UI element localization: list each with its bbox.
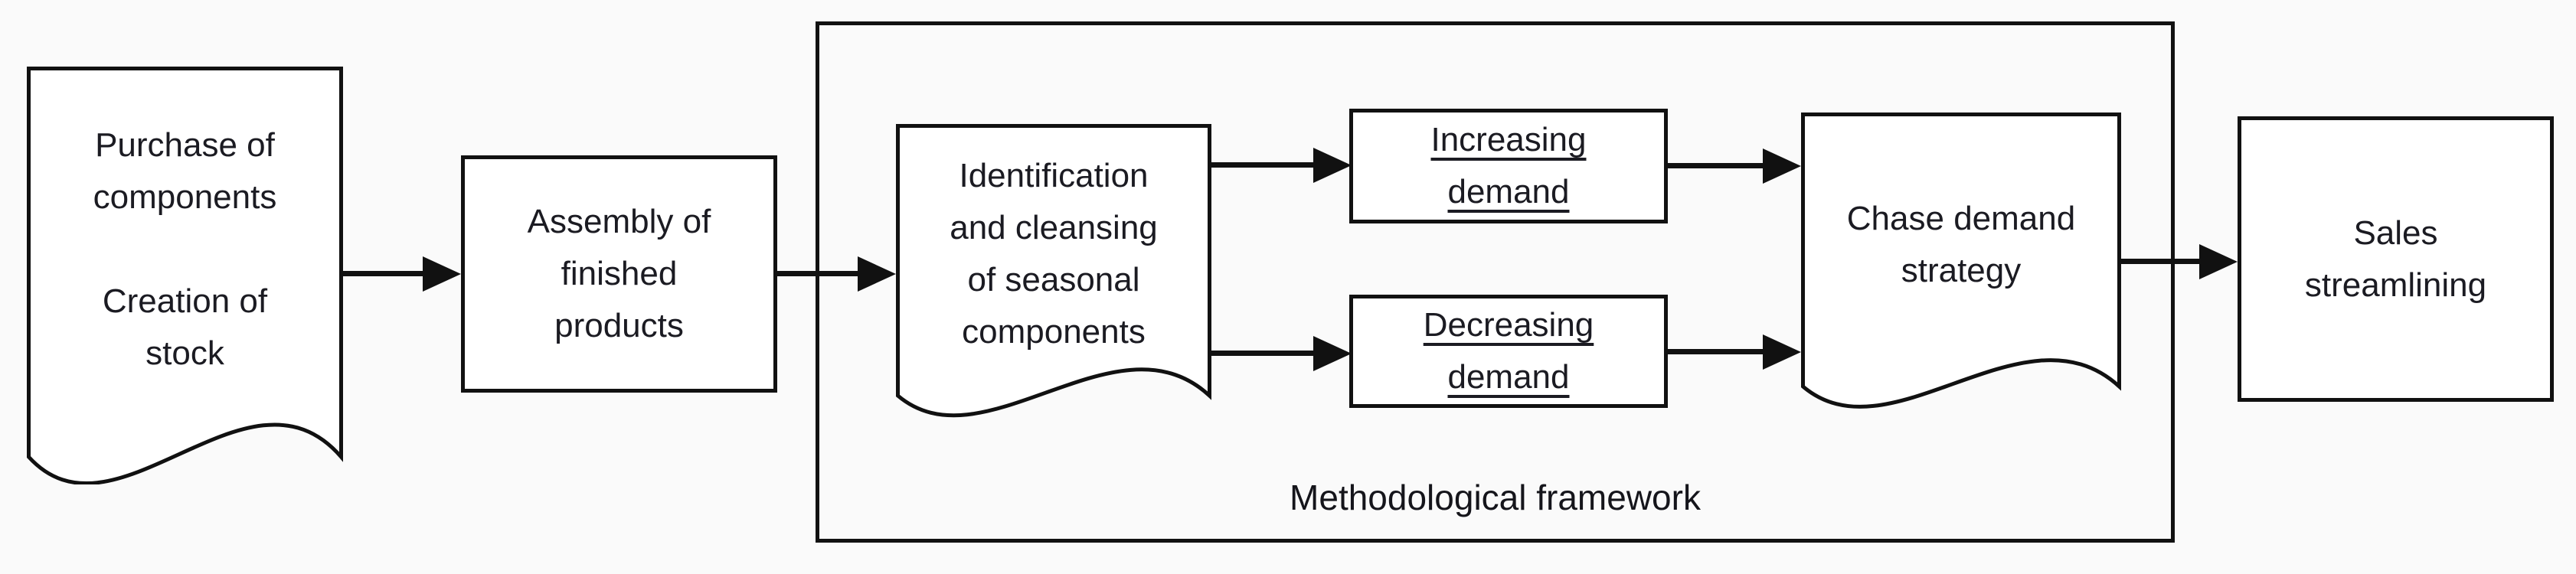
increasing-line-2: demand: [1447, 173, 1570, 210]
sales-line-1: Sales: [2353, 214, 2438, 252]
sales-streamlining-node: Sales streamlining: [2238, 116, 2554, 402]
assembly-line-1: Assembly of: [527, 203, 711, 240]
arrow-assembly-to-identification: [777, 271, 862, 276]
arrow-decreasing-to-chase-head: [1763, 334, 1801, 370]
arrow-chase-to-sales-head: [2199, 244, 2238, 279]
arrow-identification-to-decreasing-head: [1313, 336, 1352, 371]
arrow-identification-to-increasing-head: [1313, 148, 1352, 183]
assembly-line-2: finished: [561, 255, 678, 292]
decreasing-line-2: demand: [1447, 358, 1570, 396]
arrow-increasing-to-chase: [1668, 163, 1767, 168]
increasing-demand-node: Increasing demand: [1349, 109, 1668, 223]
identification-document-shape: [896, 124, 1211, 418]
arrow-identification-to-decreasing: [1211, 351, 1316, 356]
arrow-assembly-to-identification-head: [858, 256, 896, 292]
assembly-node: Assembly of finished products: [461, 155, 777, 393]
methodological-framework-label: Methodological framework: [1290, 478, 1701, 517]
arrow-purchase-to-assembly: [343, 271, 427, 276]
purchase-document-shape: [27, 67, 343, 484]
decreasing-demand-node: Decreasing demand: [1349, 295, 1668, 408]
arrow-chase-to-sales: [2121, 259, 2204, 264]
chase-document-shape: [1801, 113, 2121, 409]
assembly-line-3: products: [554, 307, 684, 344]
arrow-decreasing-to-chase: [1668, 349, 1767, 354]
increasing-line-1: Increasing: [1430, 121, 1587, 158]
arrow-identification-to-increasing: [1211, 162, 1316, 168]
sales-line-2: streamlining: [2304, 266, 2487, 304]
arrow-increasing-to-chase-head: [1763, 148, 1801, 184]
decreasing-line-1: Decreasing: [1423, 306, 1594, 344]
arrow-purchase-to-assembly-head: [423, 256, 461, 292]
methodological-framework-box: [816, 21, 2175, 543]
